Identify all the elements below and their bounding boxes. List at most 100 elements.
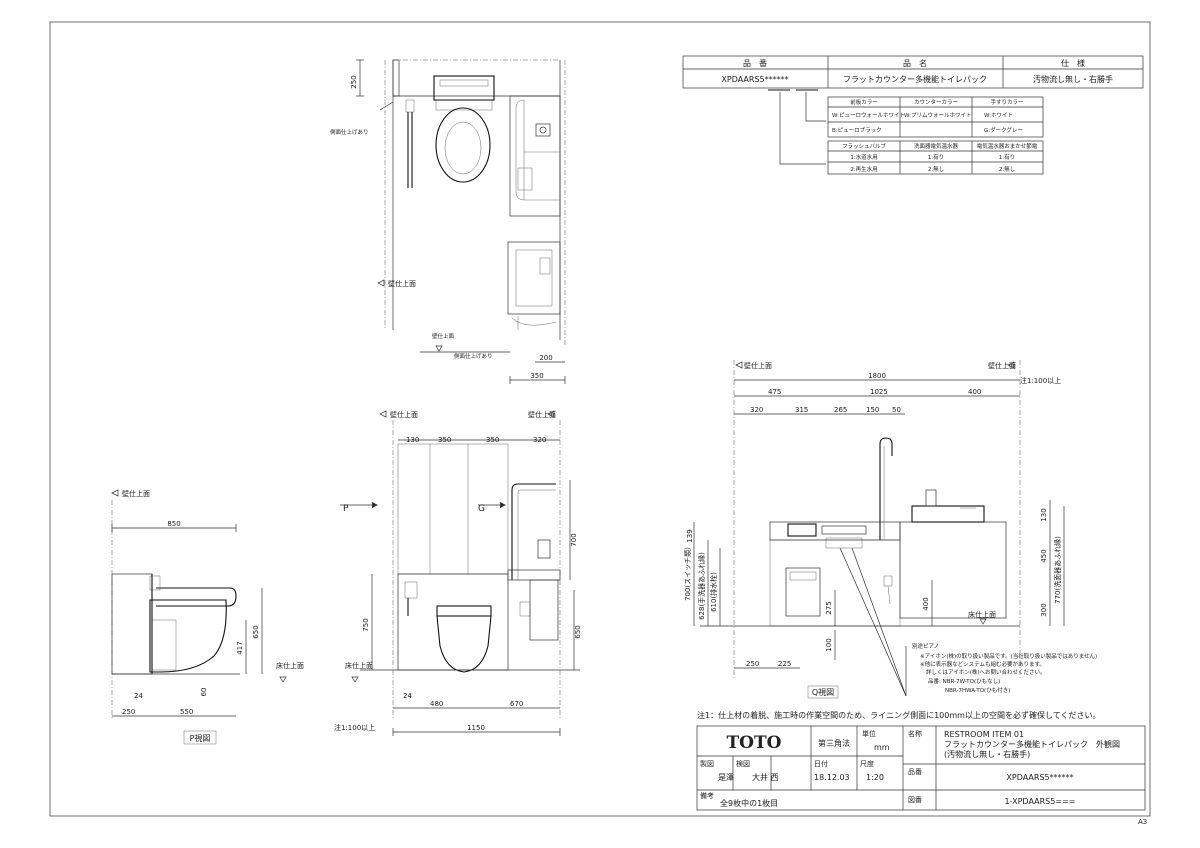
svg-text:2:無し: 2:無し [999, 165, 1015, 173]
label-wall-finish-plan-2: 壁仕上面 [432, 332, 455, 340]
plan-view: 250 200 350 壁仕上面 側面仕上げあり 壁仕上面 側面仕上げあり [330, 59, 566, 384]
svg-text:手すりカラー: 手すりカラー [990, 98, 1023, 106]
label-wall-finish-front-l: 壁仕上面 [390, 410, 418, 419]
svg-text:320: 320 [533, 436, 546, 444]
svg-text:2:無し: 2:無し [928, 165, 944, 173]
spec-partno: XPDAARS5****** [721, 75, 788, 84]
dim-plan-200: 200 [539, 354, 552, 362]
svg-text:480: 480 [430, 700, 443, 708]
note-100-front: 注1:100以上 [334, 723, 375, 732]
svg-text:W:ホワイト: W:ホワイト [984, 112, 1013, 119]
spec-spec: 汚物流し無し・右勝手 [1033, 74, 1113, 84]
svg-text:100: 100 [825, 638, 833, 651]
svg-text:1150: 1150 [467, 724, 485, 732]
svg-text:24: 24 [134, 692, 143, 700]
svg-text:詳しくはアイホン(株)へお問い合わせください。: 詳しくはアイホン(株)へお問い合わせください。 [926, 668, 1046, 676]
svg-text:250: 250 [746, 660, 759, 668]
svg-text:単位: 単位 [862, 729, 876, 738]
svg-text:315: 315 [795, 406, 808, 414]
svg-text:1:20: 1:20 [866, 773, 884, 782]
svg-text:尺度: 尺度 [860, 759, 874, 768]
svg-text:650: 650 [252, 625, 260, 638]
svg-text:130: 130 [406, 436, 419, 444]
svg-text:フラットカウンター多機能トイレパック 外観図: フラットカウンター多機能トイレパック 外観図 [944, 739, 1120, 749]
svg-text:mm: mm [874, 743, 890, 752]
option-table: フラッシュバルブ 洗面器電気温水器 電気温水器おまかせ節電 1:水道水用 1:有… [827, 140, 1044, 175]
dim-plan-250: 250 [350, 75, 358, 88]
svg-text:RESTROOM ITEM 01: RESTROOM ITEM 01 [944, 730, 1024, 739]
svg-text:第三角法: 第三角法 [818, 738, 850, 748]
svg-text:品番: NBR-7W-TO(ひもなし): 品番: NBR-7W-TO(ひもなし) [928, 678, 1000, 685]
label-p-view: P視図 [190, 734, 211, 743]
svg-text:60: 60 [200, 688, 208, 697]
svg-text:1025: 1025 [870, 388, 888, 396]
svg-text:628(手洗器あふれ縁): 628(手洗器あふれ縁) [697, 552, 706, 620]
svg-text:B:ピューロブラック: B:ピューロブラック [832, 126, 882, 134]
svg-text:前板カラー: 前板カラー [850, 98, 878, 106]
color-table: 前板カラー カウンターカラー 手すりカラー W:ピューロウォールホワイト W:プ… [827, 96, 1044, 138]
dim-plan-350: 350 [530, 372, 543, 380]
svg-text:全9枚中の1枚目: 全9枚中の1枚目 [720, 798, 778, 808]
svg-text:2:再生水用: 2:再生水用 [850, 165, 877, 173]
toto-logo: TOTO [727, 733, 782, 753]
svg-text:350: 350 [486, 436, 499, 444]
sheet-border [49, 21, 1151, 817]
svg-text:275: 275 [825, 601, 833, 614]
label-side-finish-plan-2: 側面仕上げあり [454, 352, 493, 360]
separate-note: 別途ピアノ ※アイホン(株)の取り扱い製品です。(当社取り扱い製品ではありません… [912, 642, 1097, 694]
svg-text:850: 850 [167, 520, 180, 528]
svg-text:是澤: 是澤 [718, 772, 734, 782]
svg-text:W:ピューロウォールホワイト: W:ピューロウォールホワイト [832, 111, 905, 119]
svg-text:550: 550 [180, 708, 193, 716]
svg-text:1-XPDAARS5===: 1-XPDAARS5=== [1005, 797, 1076, 806]
svg-text:24: 24 [403, 692, 412, 700]
svg-text:大井 西: 大井 西 [752, 772, 779, 782]
svg-text:壁仕上面: 壁仕上面 [122, 489, 150, 498]
svg-text:50: 50 [892, 406, 901, 414]
svg-text:(汚物流し無し・右勝手): (汚物流し無し・右勝手) [944, 749, 1030, 759]
svg-text:700(スイッチ類): 700(スイッチ類) [683, 547, 692, 601]
svg-text:750: 750 [362, 618, 370, 631]
svg-text:130: 130 [1040, 508, 1048, 521]
label-wall-finish-front-r: 壁仕上面 [528, 410, 556, 419]
svg-text:フラッシュバルブ: フラッシュバルブ [842, 142, 887, 150]
svg-text:製図: 製図 [700, 759, 714, 768]
svg-text:※アイホン(株)の取り扱い製品です。(当社取り扱い製品ではあ: ※アイホン(株)の取り扱い製品です。(当社取り扱い製品ではありません) [920, 652, 1097, 660]
svg-text:650: 650 [574, 625, 582, 638]
svg-text:G:ダークグレー: G:ダークグレー [984, 126, 1023, 134]
svg-text:450: 450 [1040, 549, 1048, 562]
svg-text:150: 150 [866, 406, 879, 414]
svg-text:別途ピアノ: 別途ピアノ [912, 642, 939, 650]
title-block: TOTO 第三角法 単位 mm 名称 RESTROOM ITEM 01 フラット… [696, 725, 1146, 811]
svg-text:床仕上面: 床仕上面 [276, 661, 304, 670]
spec-name: フラットカウンター多機能トイレパック [843, 74, 987, 84]
svg-text:カウンターカラー: カウンターカラー [914, 98, 958, 106]
svg-text:床仕上面: 床仕上面 [968, 610, 996, 619]
svg-text:1:有り: 1:有り [999, 153, 1015, 161]
svg-text:電気温水器おまかせ節電: 電気温水器おまかせ節電 [977, 142, 1038, 150]
front-view: 壁仕上面 壁仕上面 130 350 350 320 P G [334, 410, 582, 736]
svg-text:350: 350 [438, 436, 451, 444]
spec-header-name: 品 名 [903, 58, 927, 68]
svg-text:320: 320 [750, 406, 763, 414]
svg-text:XPDAARS5******: XPDAARS5****** [1006, 773, 1073, 782]
svg-text:品番: 品番 [908, 768, 922, 776]
svg-text:300: 300 [1040, 603, 1048, 616]
svg-text:700: 700 [570, 533, 578, 546]
svg-text:400: 400 [922, 597, 930, 610]
label-q-view: Q視図 [812, 688, 834, 697]
svg-text:名称: 名称 [908, 729, 922, 738]
svg-text:139: 139 [686, 529, 694, 542]
svg-text:図番: 図番 [908, 796, 922, 804]
marker-p: P [343, 504, 349, 514]
paper-size: A3 [1138, 818, 1147, 826]
svg-text:壁仕上面: 壁仕上面 [988, 361, 1016, 370]
svg-text:日付: 日付 [814, 759, 828, 768]
label-wall-finish-plan: 壁仕上面 [388, 279, 416, 288]
svg-text:備考: 備考 [700, 791, 714, 800]
spec-table: 品 番 品 名 仕 様 XPDAARS5****** フラットカウンター多機能ト… [682, 55, 1144, 165]
svg-text:670: 670 [510, 700, 523, 708]
svg-text:250: 250 [122, 708, 135, 716]
side-view: 壁仕上面 850 650 417 60 床仕上面 24 250 550 P視図 [111, 489, 304, 745]
